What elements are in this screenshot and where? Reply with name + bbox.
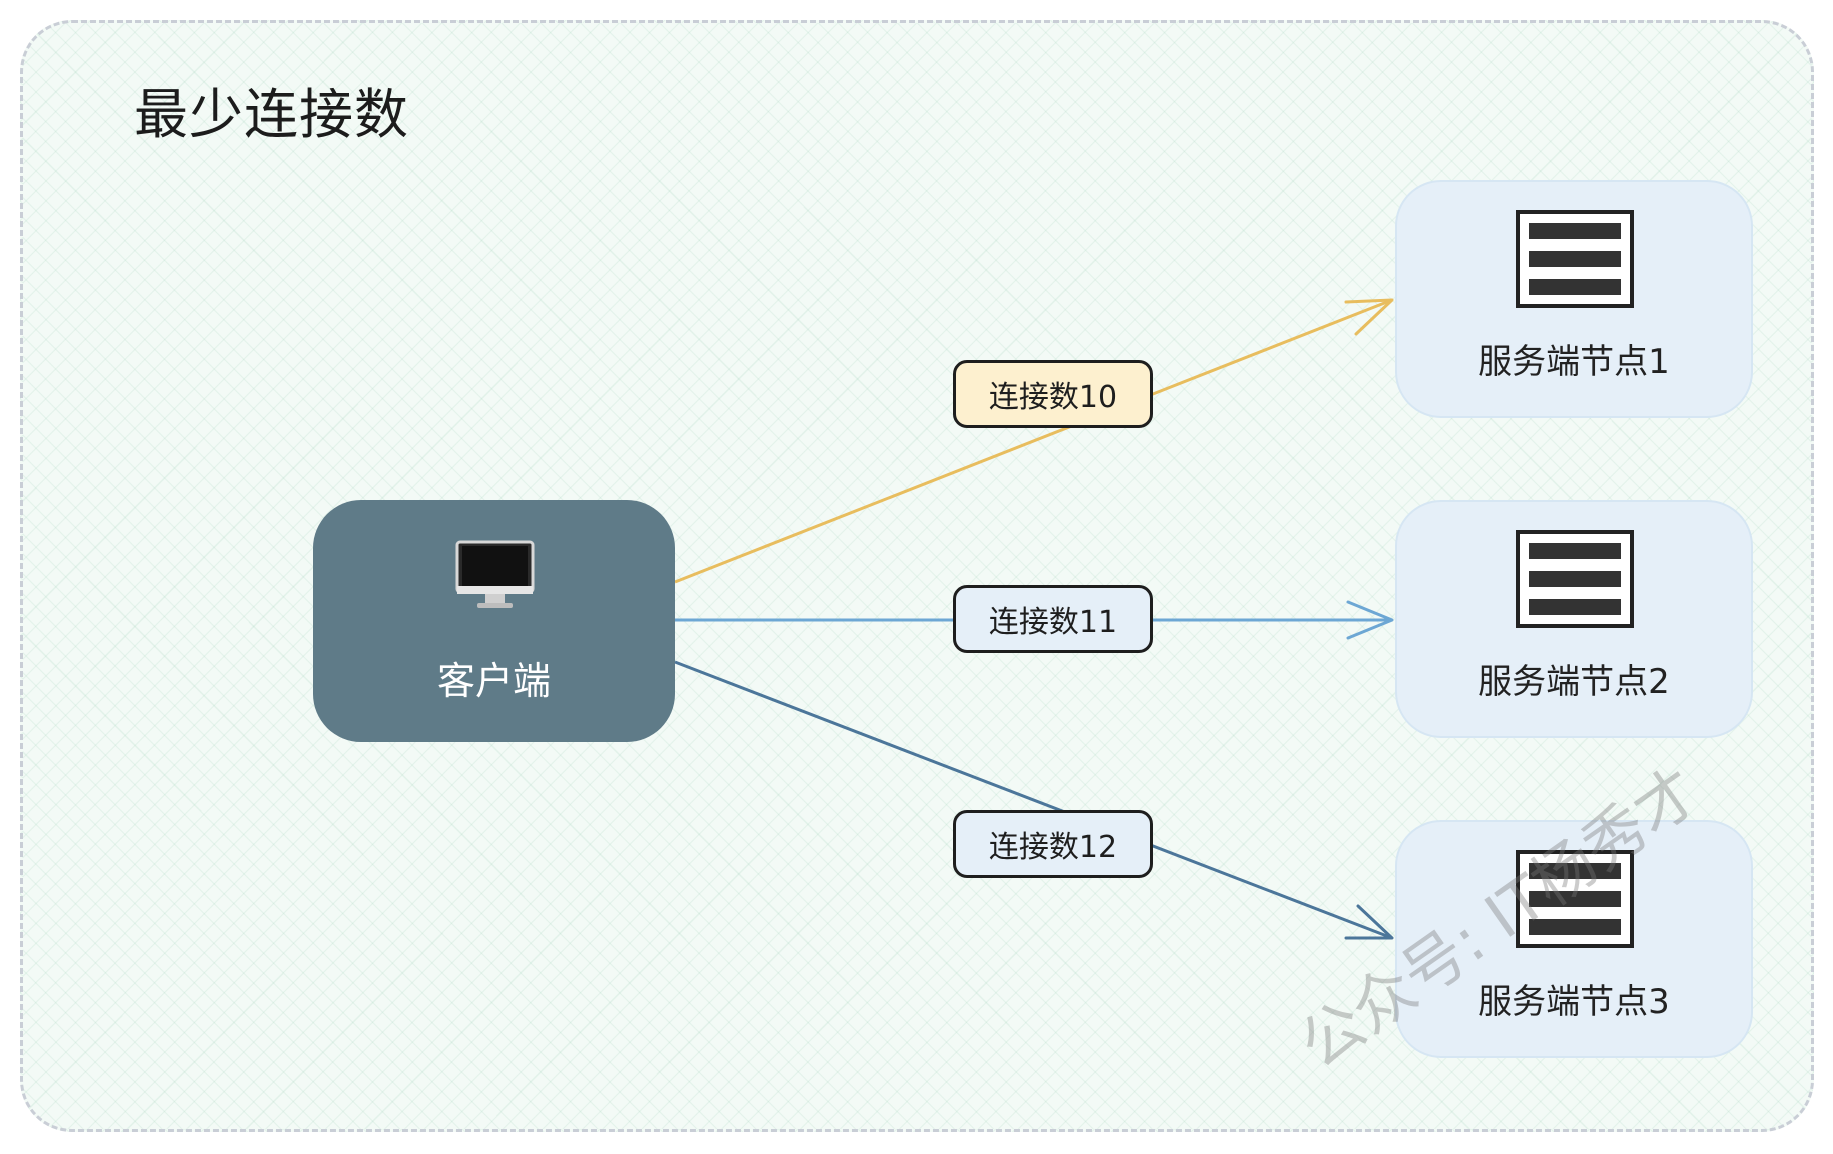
connection-badge-1: 连接数10 (953, 360, 1153, 428)
client-node: 客户端 (313, 500, 675, 742)
server-rack-icon (1516, 850, 1634, 948)
connection-badge-3: 连接数12 (953, 810, 1153, 878)
server-label-3: 服务端节点3 (1478, 982, 1670, 1022)
monitor-icon (455, 540, 535, 608)
server-node-1: 服务端节点1 (1395, 180, 1753, 418)
edge-arrowhead-2 (1346, 600, 1394, 640)
edge-to-server-1 (674, 298, 1393, 584)
server-rack-icon (1516, 530, 1634, 628)
connection-badge-2: 连接数11 (953, 585, 1153, 653)
server-node-3: 服务端节点3 (1395, 820, 1753, 1058)
server-label-1: 服务端节点1 (1478, 342, 1670, 382)
client-label: 客户端 (436, 659, 551, 703)
server-node-2: 服务端节点2 (1395, 500, 1753, 738)
server-label-2: 服务端节点2 (1478, 662, 1670, 702)
edge-to-server-3 (674, 660, 1393, 940)
edge-arrowhead-3 (1344, 904, 1394, 940)
diagram-title: 最少连接数 (134, 83, 409, 146)
server-rack-icon (1516, 210, 1634, 308)
edge-arrowhead-1 (1344, 298, 1394, 336)
